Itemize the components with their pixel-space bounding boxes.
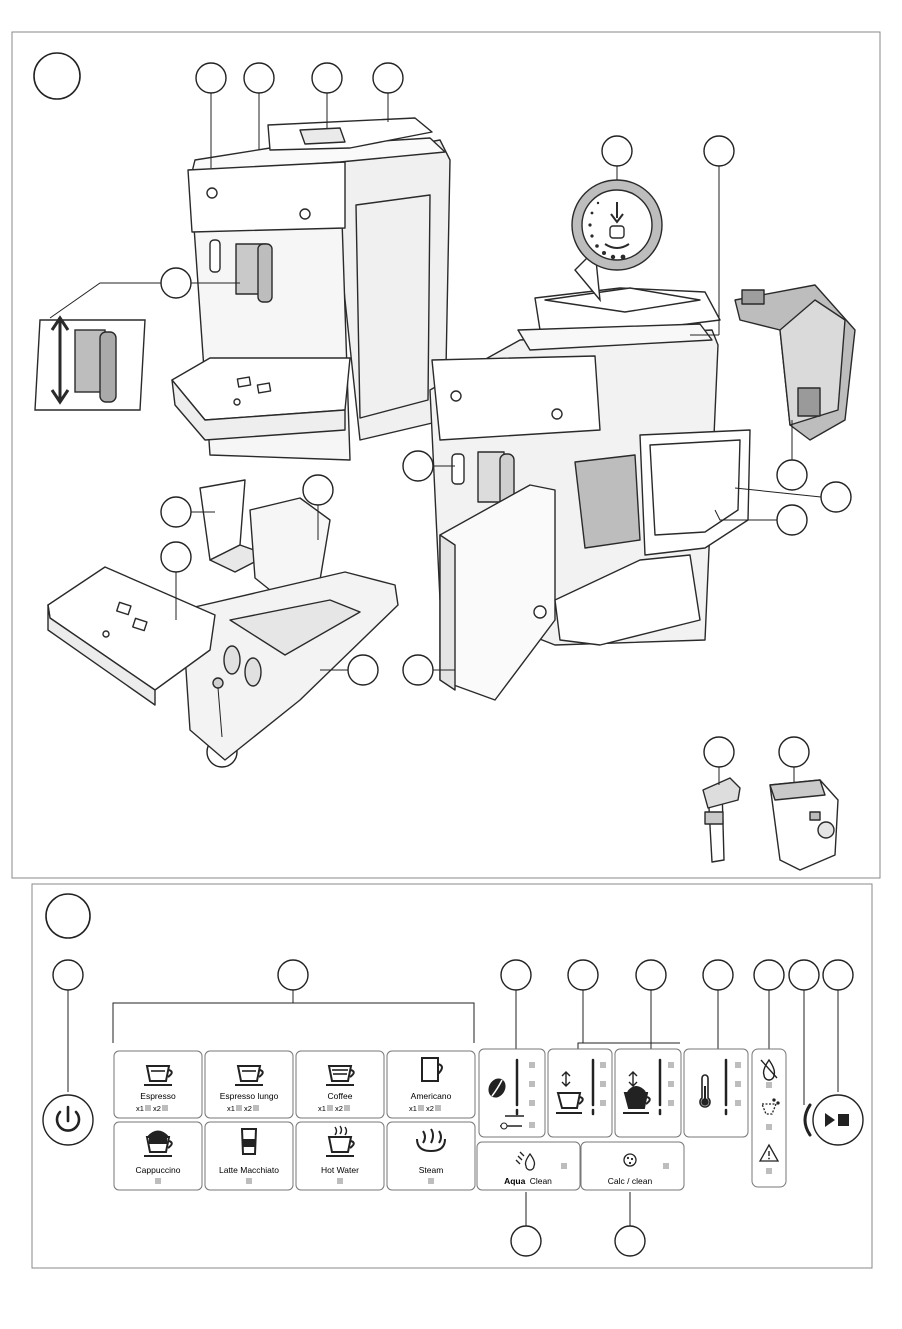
callout-12 [161,497,191,527]
beverage-label: Steam [419,1165,444,1175]
callout-8 [777,460,807,490]
callout-1 [196,63,226,93]
aquaclean-label-rest: Clean [530,1176,552,1186]
callout-10 [777,505,807,535]
beverage-label: Espresso lungo [220,1091,279,1101]
beverage-label: Latte Macchiato [219,1165,279,1175]
option-x2-label: x2 [153,1104,161,1113]
power-button[interactable] [43,1095,93,1145]
callout-2 [244,63,274,93]
callout-b-4 [568,960,598,990]
beverage-indicator [246,1178,252,1184]
callout-15 [348,655,378,685]
callout-b-2 [278,960,308,990]
option-x2-indicator [162,1105,168,1111]
milk-quantity-button[interactable] [615,1049,681,1137]
callout-16 [403,655,433,685]
beverage-button-r2-2[interactable]: Hot Water [296,1122,384,1190]
coffee-strength-button[interactable] [479,1049,545,1137]
option-x2-indicator [435,1105,441,1111]
coffee-quantity-button[interactable] [548,1049,612,1137]
callout-b-8 [789,960,819,990]
option-x1-label: x1 [409,1104,417,1113]
aquaclean-button[interactable]: Aqua Clean [477,1142,580,1190]
coffee-machine-open [430,288,750,700]
callout-18 [704,737,734,767]
option-x1-label: x1 [318,1104,326,1113]
option-x2-label: x2 [335,1104,343,1113]
beverage-indicator [337,1178,343,1184]
beverage-label: Cappuccino [136,1165,181,1175]
beverage-indicator [155,1178,161,1184]
option-x2-label: x2 [426,1104,434,1113]
callout-b-10 [511,1226,541,1256]
callout-6 [602,136,632,166]
beverage-button-r2-3[interactable]: Steam [387,1122,475,1190]
beverage-label: Espresso [140,1091,176,1101]
beverage-button-r1-0[interactable]: Espresso x1 x2 [114,1051,202,1118]
beverage-button-r1-1[interactable]: Espresso lungo x1 x2 [205,1051,293,1118]
beverage-button-r1-3[interactable]: Americano x1 x2 [387,1051,475,1118]
callout-19 [779,737,809,767]
callout-b-9 [823,960,853,990]
start-stop-indicator-light [805,1105,810,1135]
option-x1-indicator [236,1105,242,1111]
callout-9 [821,482,851,512]
grind-dial-inset [572,180,662,300]
calc-clean-label: Calc / clean [608,1176,653,1186]
option-x1-label: x1 [227,1104,235,1113]
option-x1-indicator [327,1105,333,1111]
figure-b-marker [46,894,90,938]
aquaclean-label-bold: Aqua [504,1176,526,1186]
temperature-button[interactable] [684,1049,748,1137]
callout-b-1 [53,960,83,990]
callout-b-11 [615,1226,645,1256]
callout-14 [161,542,191,572]
option-x1-indicator [145,1105,151,1111]
figure-a-marker [34,53,80,99]
brew-group-part [735,285,855,440]
option-x1-label: x1 [136,1104,144,1113]
callout-b-6 [703,960,733,990]
beverage-indicator [428,1178,434,1184]
callout-b-3 [501,960,531,990]
start-stop-button[interactable] [805,1095,863,1145]
callout-3 [312,63,342,93]
option-x1-indicator [418,1105,424,1111]
option-x2-label: x2 [244,1104,252,1113]
beverage-label: Hot Water [321,1165,359,1175]
milk-carafe [770,780,838,870]
option-x2-indicator [344,1105,350,1111]
callout-b-5 [636,960,666,990]
option-x2-indicator [253,1105,259,1111]
callout-13 [303,475,333,505]
coffee-machine-front [172,118,450,460]
spout-height-inset [35,318,145,410]
beverage-label: Americano [411,1091,452,1101]
callout-11 [403,451,433,481]
callout-b-7 [754,960,784,990]
beverage-button-r2-0[interactable]: Cappuccino [114,1122,202,1190]
callout-5 [161,268,191,298]
calc-clean-button[interactable]: Calc / clean [581,1142,684,1190]
milk-frother-tube [703,778,740,862]
callout-4 [373,63,403,93]
callout-7 [704,136,734,166]
warning-lights-panel [752,1049,786,1187]
drip-tray-exploded [48,480,398,760]
beverage-button-r2-1[interactable]: Latte Macchiato [205,1122,293,1190]
beverage-label: Coffee [328,1091,353,1101]
